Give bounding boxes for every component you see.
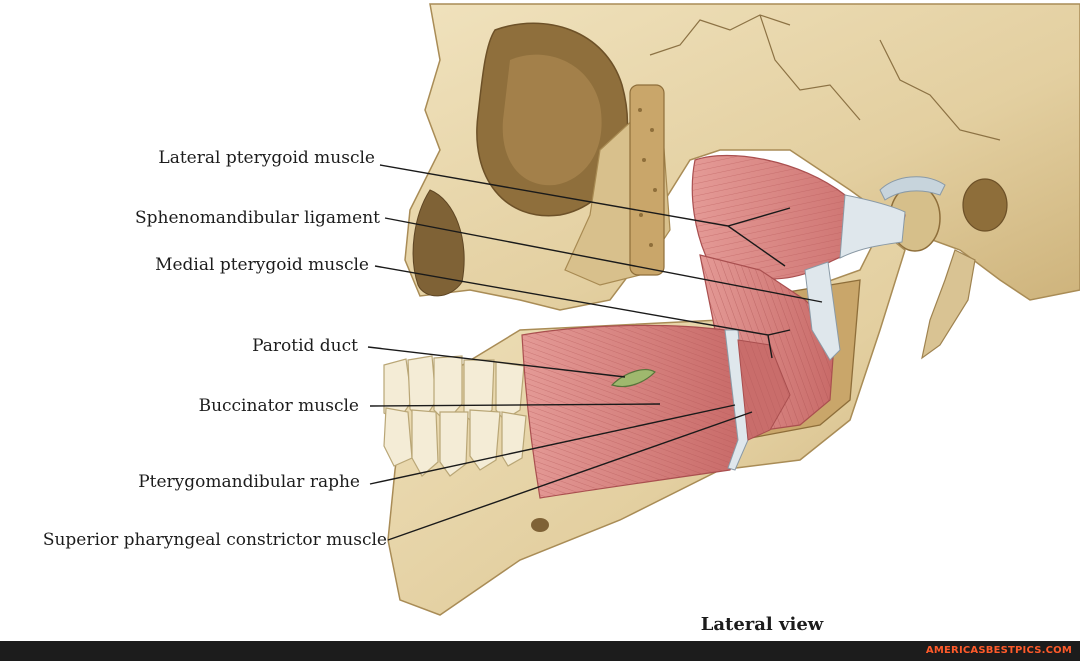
view-caption: Lateral view xyxy=(700,614,824,635)
label-parotid-duct: Parotid duct xyxy=(252,336,358,356)
cancellous-dots xyxy=(638,108,657,247)
leader-pterygomandibular-raphe xyxy=(369,404,736,485)
label-buccinator: Buccinator muscle xyxy=(198,396,359,416)
label-superior-pharyngeal-constrictor: Superior pharyngeal constrictor muscle xyxy=(42,530,387,550)
orbit-inner xyxy=(502,54,602,186)
nasal-aperture xyxy=(412,189,465,297)
leader-medial-pterygoid xyxy=(374,265,791,359)
label-lateral-pterygoid: Lateral pterygoid muscle xyxy=(158,148,375,168)
sphenomandibular-ligament-shape xyxy=(804,261,841,361)
cut-bone-surface xyxy=(629,84,665,276)
leader-buccinator xyxy=(369,403,661,407)
footer-bar xyxy=(0,641,1080,661)
external-acoustic-meatus xyxy=(962,178,1008,232)
label-sphenomandibular-ligament: Sphenomandibular ligament xyxy=(134,208,380,228)
leader-lines xyxy=(367,164,823,541)
leader-lateral-pterygoid xyxy=(379,164,791,267)
mental-foramen xyxy=(531,518,549,532)
mastoid-process xyxy=(921,249,976,360)
parotid-duct-shape xyxy=(610,369,656,388)
leader-sphenomandibular xyxy=(384,217,823,303)
sutures xyxy=(649,14,1001,141)
tmj-capsule xyxy=(879,176,946,201)
skull-illustration xyxy=(367,3,1080,616)
teeth xyxy=(383,355,527,477)
label-medial-pterygoid: Medial pterygoid muscle xyxy=(155,255,369,275)
leader-superior-constrictor xyxy=(387,411,753,541)
lateral-pterygoid-tendon xyxy=(839,194,906,259)
label-pterygomandibular-raphe: Pterygomandibular raphe xyxy=(138,472,360,492)
leader-parotid-duct xyxy=(367,346,626,378)
watermark-text: AMERICASBESTPICS.COM xyxy=(925,645,1072,656)
